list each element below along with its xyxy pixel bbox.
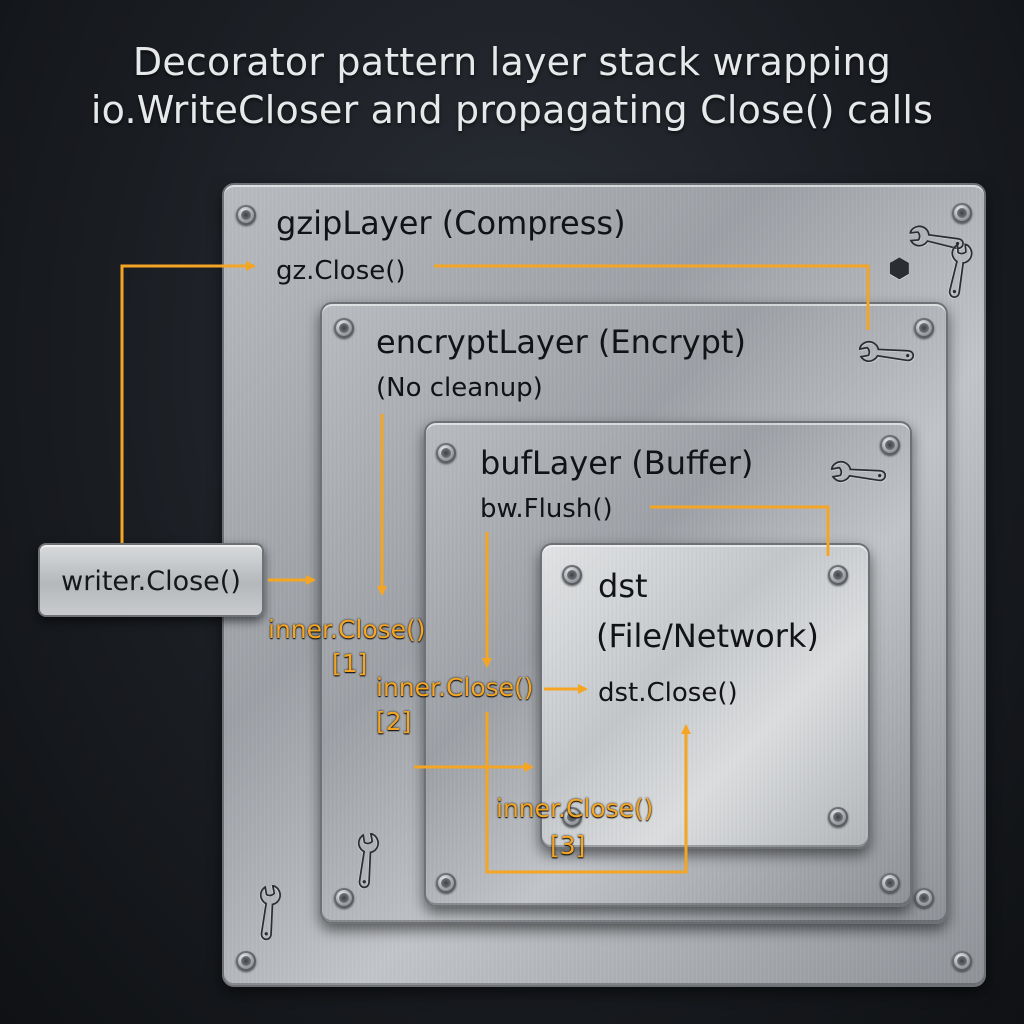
- buf-layer-call: bw.Flush(): [480, 494, 613, 524]
- screw-icon: [236, 951, 256, 971]
- dst-title-line2: (File/Network): [596, 617, 819, 655]
- dst-title-line1: dst: [598, 567, 648, 605]
- encrypt-layer-call: (No cleanup): [376, 373, 543, 403]
- screw-icon: [914, 318, 934, 338]
- nut-icon: ⬢: [888, 254, 911, 284]
- writer-close-box: writer.Close(): [38, 543, 264, 617]
- diagram-title-line1: Decorator pattern layer stack wrapping: [132, 40, 892, 84]
- dst-call: dst.Close(): [598, 678, 738, 708]
- screw-icon: [436, 873, 456, 893]
- gzip-layer-title: gzipLayer (Compress): [276, 204, 626, 242]
- screw-icon: [828, 807, 848, 827]
- propagation-call-1: inner.Close(): [268, 615, 426, 644]
- propagation-call-2: inner.Close(): [376, 673, 534, 702]
- screw-icon: [952, 203, 972, 223]
- buf-layer-title: bufLayer (Buffer): [480, 444, 754, 482]
- screw-icon: [562, 565, 582, 585]
- propagation-step-3: [3]: [550, 831, 586, 860]
- propagation-step-1: [1]: [332, 649, 368, 678]
- propagation-call-3: inner.Close(): [496, 794, 654, 823]
- diagram-title: Decorator pattern layer stack wrapping i…: [0, 38, 1024, 134]
- diagram-title-line2: io.WriteCloser and propagating Close() c…: [90, 88, 934, 132]
- screw-icon: [334, 888, 354, 908]
- screw-icon: [914, 888, 934, 908]
- screw-icon: [334, 318, 354, 338]
- propagation-step-2: [2]: [376, 707, 412, 736]
- screw-icon: [880, 435, 900, 455]
- screw-icon: [952, 951, 972, 971]
- encrypt-layer-title: encryptLayer (Encrypt): [376, 323, 746, 361]
- screw-icon: [828, 565, 848, 585]
- screw-icon: [880, 873, 900, 893]
- screw-icon: [236, 205, 256, 225]
- gzip-layer-call: gz.Close(): [276, 256, 406, 286]
- screw-icon: [436, 443, 456, 463]
